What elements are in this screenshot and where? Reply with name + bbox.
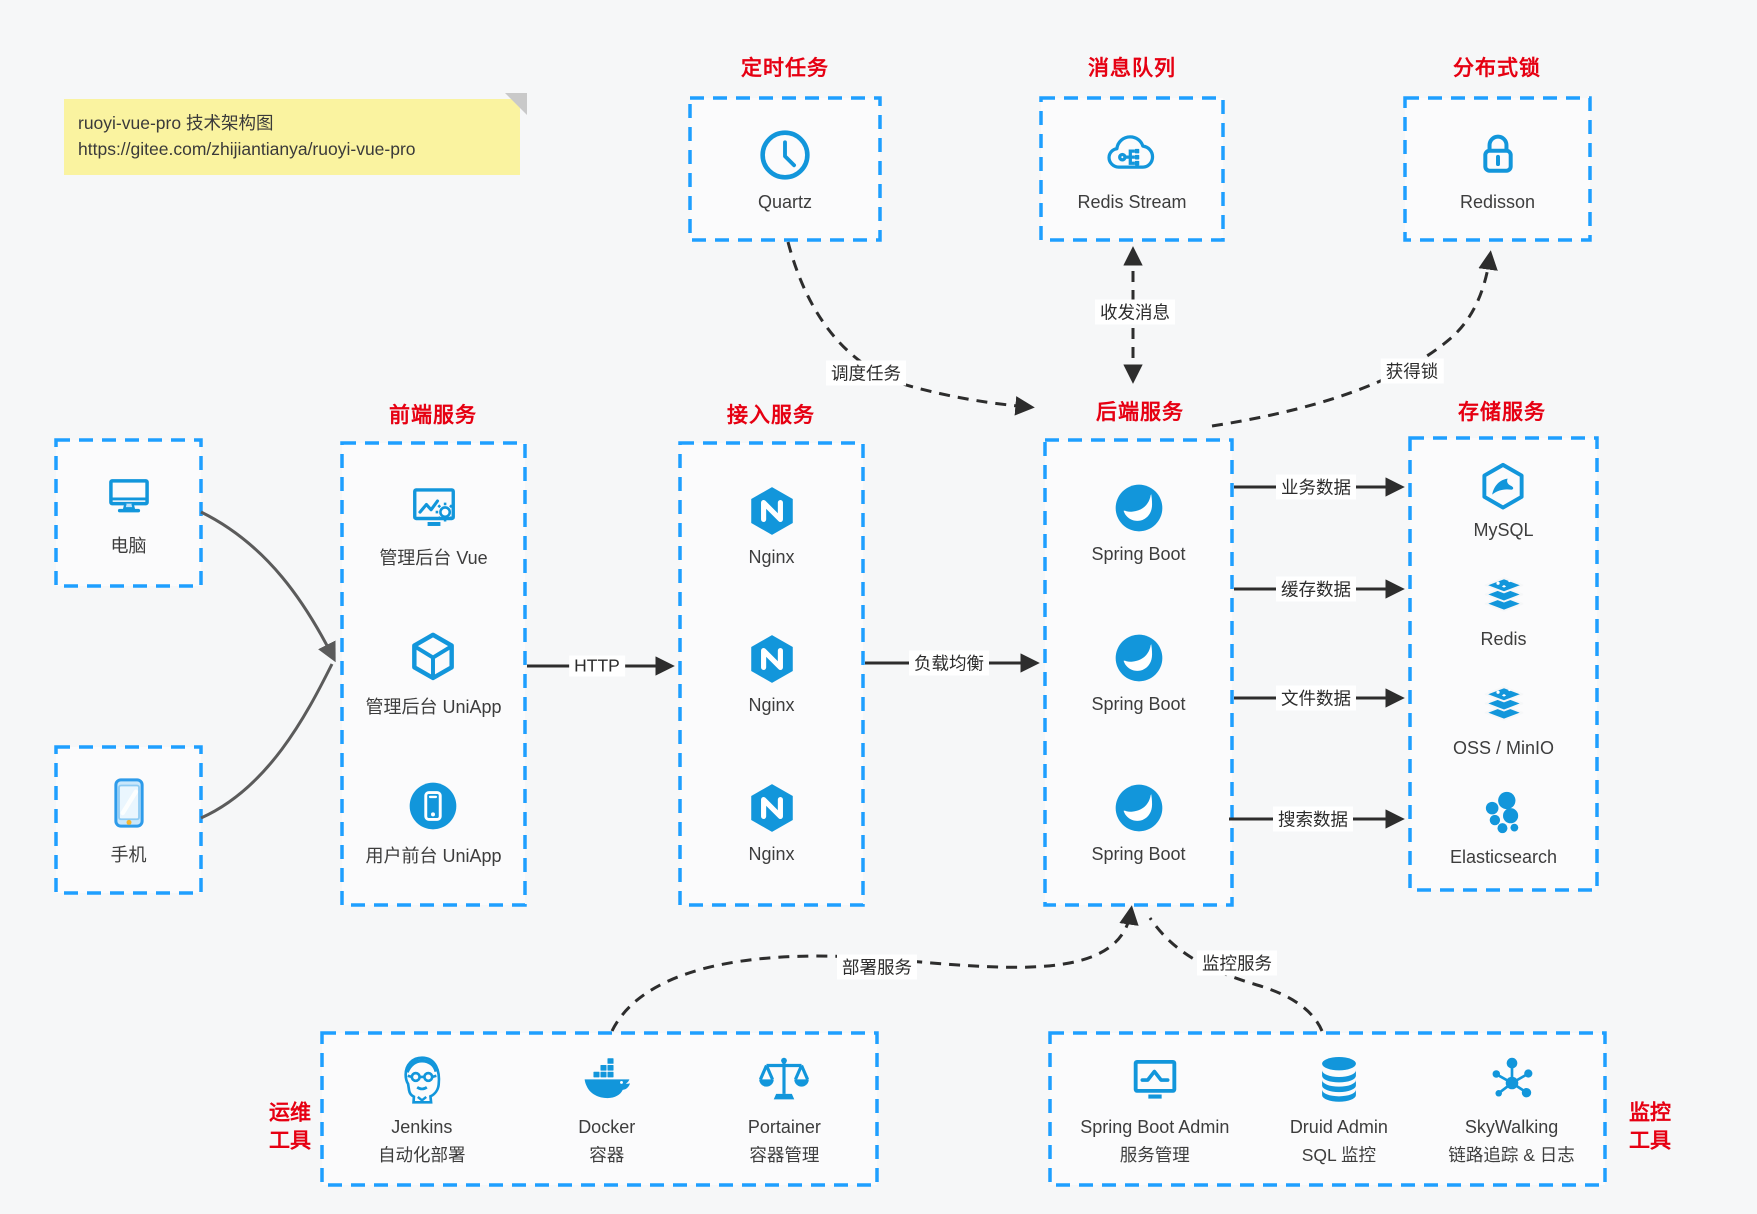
node-label-redis-stream: Redis Stream (1077, 191, 1187, 212)
node-redis: Redis (1478, 569, 1530, 650)
group-box-frontend: 管理后台 Vue 管理后台 UniApp 用户前台 UniApp (342, 443, 525, 905)
jenkins-icon (393, 1051, 451, 1109)
cloud-network-icon (1103, 126, 1161, 184)
edge-label-deploy: 部署服务 (837, 954, 917, 980)
lock-icon (1469, 126, 1527, 184)
edge-label-scheduling: 调度任务 (826, 360, 906, 386)
edge-label-load-balancing: 负载均衡 (909, 650, 989, 676)
group-box-ops-tools: Jenkins 自动化部署 Docker 容器 Portainer 容器管理 (322, 1033, 877, 1185)
node-mysql: MySQL (1473, 460, 1534, 541)
node-springboot-2: Spring Boot (1091, 630, 1186, 715)
mobile-app-icon (405, 778, 461, 834)
group-title-distributed-lock: 分布式锁 (1453, 57, 1541, 80)
node-elasticsearch: Elasticsearch (1450, 787, 1557, 868)
edge-label-monitoring: 监控服务 (1197, 950, 1277, 976)
group-title-backend: 后端服务 (1096, 401, 1184, 424)
node-jenkins: Jenkins 自动化部署 (378, 1051, 466, 1167)
clock-icon (756, 126, 814, 184)
group-box-access: Nginx Nginx Nginx (680, 443, 863, 905)
node-label-mobile: 手机 (110, 845, 147, 865)
sticky-note: ruoyi-vue-pro 技术架构图 https://gitee.com/zh… (64, 93, 527, 175)
node-redis-stream: Redis Stream (1041, 98, 1223, 240)
node-redisson: Redisson (1405, 98, 1590, 240)
scales-icon (755, 1051, 813, 1109)
cube-icon (405, 629, 461, 685)
admin-console-icon (406, 480, 462, 536)
group-box-storage: MySQL Redis OSS / MinIO Elasticsearch (1410, 438, 1597, 890)
ops-tools-label: 运维 工具 (269, 1101, 311, 1153)
edge-label-file-data: 文件数据 (1276, 685, 1356, 711)
edge-scheduling (786, 241, 1035, 416)
group-title-frontend: 前端服务 (389, 404, 477, 427)
redis-icon (1478, 569, 1530, 621)
node-springboot-3: Spring Boot (1091, 780, 1186, 865)
node-spring-boot-admin: Spring Boot Admin 服务管理 (1080, 1051, 1229, 1167)
node-nginx-2: Nginx (744, 631, 800, 716)
smartphone-icon (99, 773, 159, 833)
group-box-backend: Spring Boot Spring Boot Spring Boot (1045, 440, 1232, 905)
node-portainer: Portainer 容器管理 (748, 1051, 821, 1167)
edge-mobile-to-frontend (200, 663, 334, 820)
spring-boot-icon (1111, 630, 1167, 686)
node-druid-admin: Druid Admin SQL 监控 (1290, 1051, 1388, 1167)
edge-label-acquire-lock: 获得锁 (1380, 358, 1444, 384)
group-title-storage: 存储服务 (1458, 401, 1546, 424)
node-docker: Docker 容器 (578, 1051, 636, 1167)
node-admin-vue: 管理后台 Vue (379, 480, 488, 570)
network-nodes-icon (1483, 1051, 1541, 1109)
object-storage-icon (1478, 678, 1530, 730)
edge-acquire-lock (1211, 250, 1498, 428)
note-url: https://gitee.com/zhijiantianya/ruoyi-vu… (78, 139, 416, 160)
edge-label-messaging: 收发消息 (1095, 299, 1175, 325)
node-user-uniapp: 用户前台 UniApp (365, 778, 502, 868)
group-box-monitor-tools: Spring Boot Admin 服务管理 Druid Admin SQL 监… (1050, 1033, 1605, 1185)
node-computer: 电脑 (56, 440, 201, 586)
edge-label-http: HTTP (569, 655, 625, 677)
database-icon (1310, 1051, 1368, 1109)
node-label-computer: 电脑 (110, 536, 147, 556)
edge-label-cache-data: 缓存数据 (1276, 576, 1356, 602)
node-admin-uniapp: 管理后台 UniApp (365, 629, 502, 719)
group-title-message-queue: 消息队列 (1088, 57, 1176, 80)
note-title: ruoyi-vue-pro 技术架构图 (78, 113, 274, 133)
node-label-redisson: Redisson (1459, 191, 1536, 212)
monitor-tools-label: 监控 工具 (1629, 1101, 1671, 1153)
node-mobile: 手机 (56, 747, 201, 893)
elasticsearch-icon (1477, 787, 1529, 839)
nginx-icon (744, 631, 800, 687)
monitor-chart-icon (1126, 1051, 1184, 1109)
mysql-icon (1477, 460, 1529, 512)
group-title-scheduled-task: 定时任务 (741, 57, 829, 80)
node-label-quartz: Quartz (757, 191, 813, 212)
node-quartz: Quartz (690, 98, 880, 240)
node-skywalking: SkyWalking 链路追踪 & 日志 (1448, 1051, 1575, 1167)
desktop-icon (101, 468, 157, 524)
node-nginx-1: Nginx (744, 483, 800, 568)
group-title-access: 接入服务 (727, 404, 815, 427)
edge-label-search-data: 搜索数据 (1273, 806, 1353, 832)
spring-boot-icon (1111, 480, 1167, 536)
edge-label-business-data: 业务数据 (1276, 474, 1356, 500)
docker-icon (578, 1051, 636, 1109)
spring-boot-icon (1111, 780, 1167, 836)
nginx-icon (744, 483, 800, 539)
node-springboot-1: Spring Boot (1091, 480, 1186, 565)
edge-computer-to-frontend (200, 510, 336, 663)
node-nginx-3: Nginx (744, 780, 800, 865)
node-oss-minio: OSS / MinIO (1453, 678, 1554, 759)
nginx-icon (744, 780, 800, 836)
